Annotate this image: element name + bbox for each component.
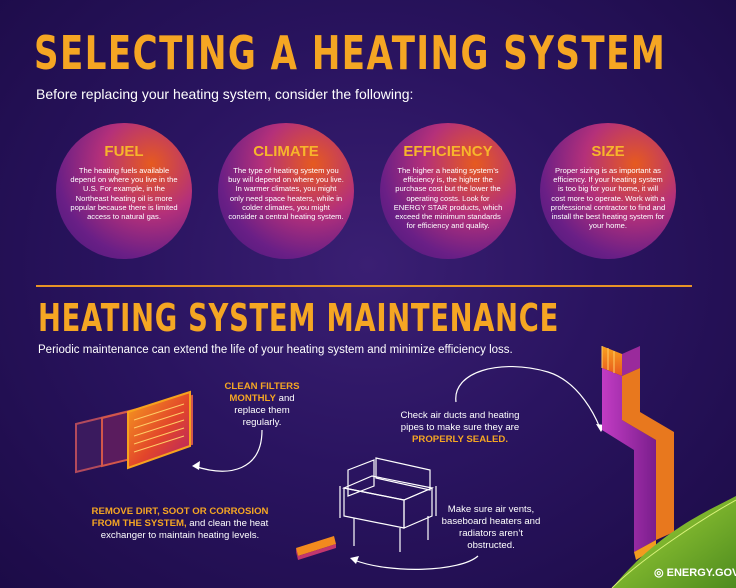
tip-text: and clean the heat exchanger to maintain… — [100, 518, 269, 541]
factor-text: The type of heating system you buy will … — [228, 166, 344, 222]
maintenance-intro: Periodic maintenance can extend the life… — [38, 344, 513, 356]
tip-highlight: CLEAN FILTERS MONTHLY — [224, 381, 300, 404]
factor-heading: SIZE — [591, 143, 625, 160]
couch-icon — [339, 457, 437, 552]
tip-text: and replace them regularly. — [234, 393, 295, 428]
logo-text: ENERGY.GOV — [666, 567, 736, 579]
tip-text: Check air ducts and heating pipes to mak… — [400, 410, 520, 433]
factor-heading: EFFICIENCY — [403, 143, 493, 160]
energy-gov-logo[interactable]: ◎ ENERGY.GOV — [654, 566, 736, 579]
curved-arrow-icon — [353, 555, 479, 570]
factor-text: The heating fuels available depend on wh… — [70, 166, 178, 222]
factor-fuel: FUEL The heating fuels available depend … — [56, 123, 192, 259]
tip-clean-filters: CLEAN FILTERS MONTHLY and replace them r… — [216, 381, 308, 429]
factor-efficiency: EFFICIENCY The higher a heating system’s… — [380, 123, 516, 259]
intro-text: Before replacing your heating system, co… — [36, 86, 414, 102]
factor-climate: CLIMATE The type of heating system you b… — [218, 123, 354, 259]
tip-remove-dirt: REMOVE DIRT, SOOT OR CORROSION FROM THE … — [80, 506, 280, 542]
curved-arrow-icon — [455, 365, 601, 429]
factor-text: Proper sizing is as important as efficie… — [550, 166, 666, 231]
baseboard-heater-icon — [296, 536, 336, 560]
tip-highlight: REMOVE DIRT, SOOT OR CORROSION FROM THE … — [91, 506, 269, 529]
tip-seal-ducts: Check air ducts and heating pipes to mak… — [396, 410, 524, 446]
section-divider — [36, 285, 692, 287]
tip-text: Make sure air vents, baseboard heaters a… — [441, 504, 541, 551]
tip-highlight: PROPERLY SEALED. — [412, 434, 508, 445]
factor-heading: CLIMATE — [253, 143, 319, 160]
page-title: SELECTING A HEATING SYSTEM — [34, 26, 667, 80]
air-filter-icon — [75, 390, 193, 474]
factor-heading: FUEL — [104, 143, 144, 160]
air-duct-icon — [601, 346, 674, 560]
curved-arrow-icon — [193, 429, 263, 472]
factor-size: SIZE Proper sizing is as important as ef… — [540, 123, 676, 259]
maintenance-title: HEATING SYSTEM MAINTENANCE — [38, 296, 559, 340]
factor-text: The higher a heating system’s efficiency… — [393, 166, 503, 231]
tip-clear-vents: Make sure air vents, baseboard heaters a… — [436, 504, 546, 552]
energy-gov-logo-icon — [611, 496, 736, 588]
